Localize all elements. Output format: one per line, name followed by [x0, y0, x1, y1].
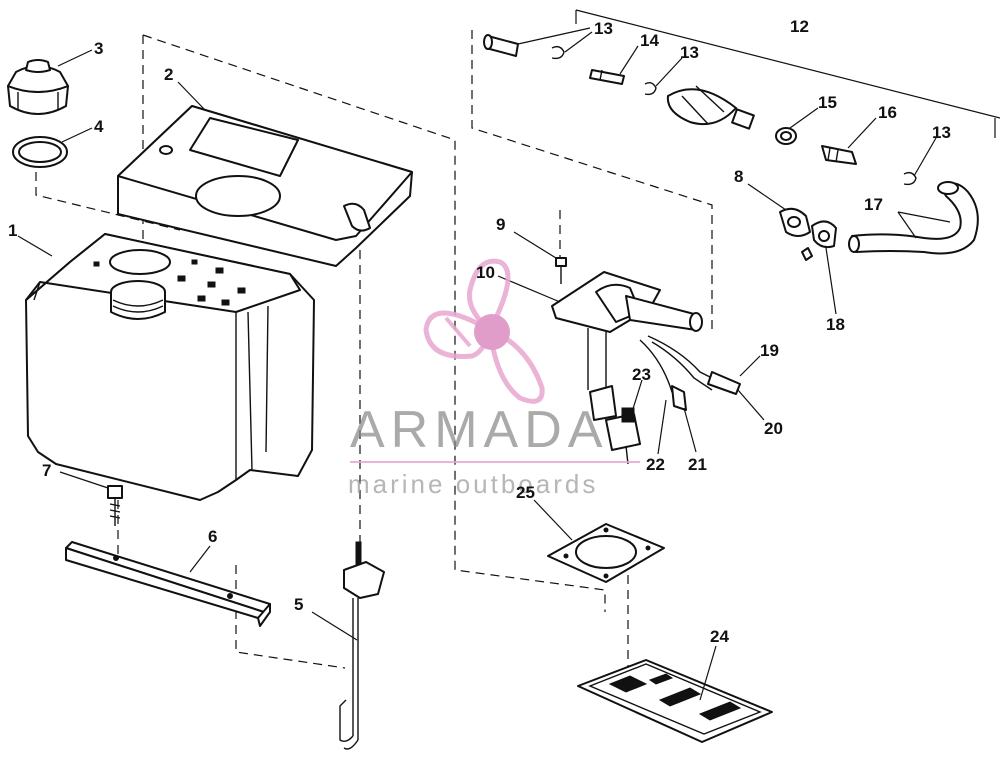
- pickup-gasket: [547, 523, 665, 583]
- callout-3: 3: [94, 39, 103, 58]
- callout-14: 14: [640, 31, 659, 50]
- bracket-screw: [107, 485, 123, 526]
- callout-9: 9: [496, 215, 505, 234]
- callout-10: 10: [476, 263, 495, 282]
- callout-23: 23: [632, 365, 651, 384]
- warning-decal: [577, 659, 773, 743]
- callout-6: 6: [208, 527, 217, 546]
- callout-19: 19: [760, 341, 779, 360]
- callout-8: 8: [734, 167, 743, 186]
- callout-18: 18: [826, 315, 845, 334]
- fuel-tank: [25, 233, 315, 501]
- callout-7: 7: [42, 461, 51, 480]
- filler-cap-gasket: [12, 136, 68, 168]
- pickup-screw: [555, 257, 567, 284]
- sender-wires: [639, 335, 741, 411]
- callout-labels: 1 2 3 4 5 6 7 8 9 10 12 13 13 13 14 15 1…: [8, 17, 951, 646]
- callout-16: 16: [878, 103, 897, 122]
- callout-4: 4: [94, 117, 104, 136]
- fuel-hose: [848, 181, 979, 255]
- armada-watermark: ARMADA marine outboards: [348, 258, 640, 499]
- callout-21: 21: [688, 455, 707, 474]
- callout-17: 17: [864, 195, 883, 214]
- callout-13-a: 13: [594, 19, 613, 38]
- fuel-pickup-assembly: [551, 271, 703, 465]
- callout-22: 22: [646, 455, 665, 474]
- watermark-brand: ARMADA: [350, 401, 608, 459]
- callout-25: 25: [516, 483, 535, 502]
- callout-2: 2: [164, 65, 173, 84]
- callout-15: 15: [818, 93, 837, 112]
- callout-24: 24: [710, 627, 729, 646]
- fuel-line-kit: [483, 9, 1000, 186]
- tank-cover: [117, 105, 413, 267]
- callout-1: 1: [8, 221, 17, 240]
- hose-clamps: [779, 207, 837, 261]
- filler-cap: [7, 59, 69, 115]
- fuel-pickup-gauge: [339, 541, 385, 750]
- callout-13-c: 13: [932, 123, 951, 142]
- callout-5: 5: [294, 595, 303, 614]
- callout-13-b: 13: [680, 43, 699, 62]
- callout-12: 12: [790, 17, 809, 36]
- propeller-logo-icon: [423, 258, 545, 404]
- callout-20: 20: [764, 419, 783, 438]
- watermark-subtitle: marine outboards: [348, 469, 598, 499]
- mounting-bracket: [65, 541, 271, 627]
